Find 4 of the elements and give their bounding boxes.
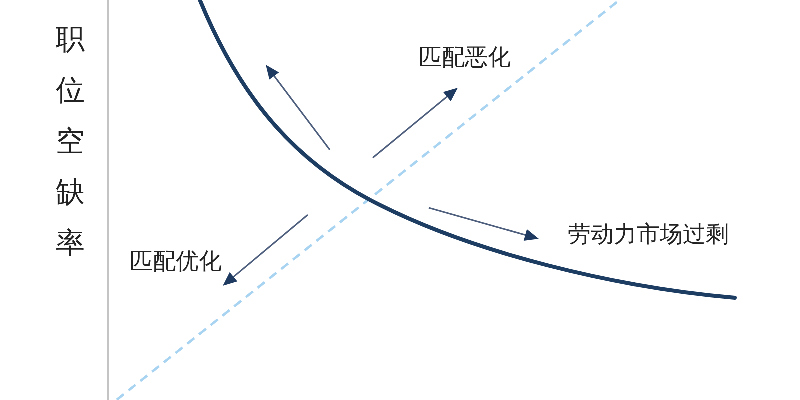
direction-label: 匹配优化 [130, 251, 222, 274]
direction-label: 劳动力市场过剩 [568, 224, 729, 247]
axis-title: 职位空缺率 [56, 21, 85, 262]
direction-label: 匹配恶化 [419, 47, 511, 70]
